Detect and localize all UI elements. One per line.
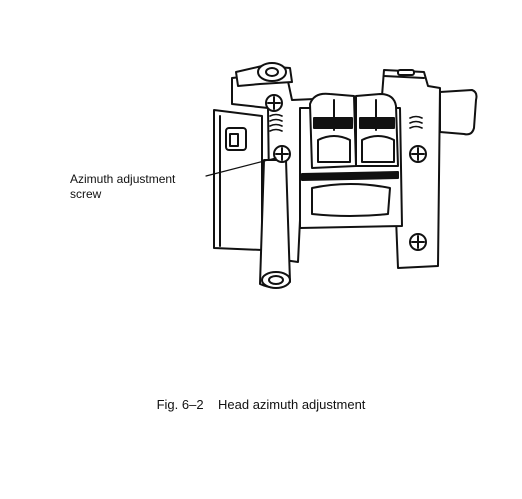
callout-label: Azimuth adjustment xyxy=(70,172,176,186)
screw-right-lower xyxy=(409,233,427,251)
guide-rod xyxy=(259,159,291,289)
callout-leader xyxy=(205,157,277,177)
lower-aperture xyxy=(311,183,391,217)
spring-left xyxy=(269,113,283,132)
callout-label-continued: screw xyxy=(70,187,102,201)
azimuth-screw xyxy=(273,145,291,163)
figure-caption: Fig. 6–2 Head azimuth adjustment xyxy=(156,397,366,412)
right-tab xyxy=(439,89,478,136)
screw-top-left xyxy=(265,94,283,112)
screw-right-upper xyxy=(409,145,427,163)
top-slot xyxy=(397,69,415,76)
spring-right xyxy=(409,115,423,129)
